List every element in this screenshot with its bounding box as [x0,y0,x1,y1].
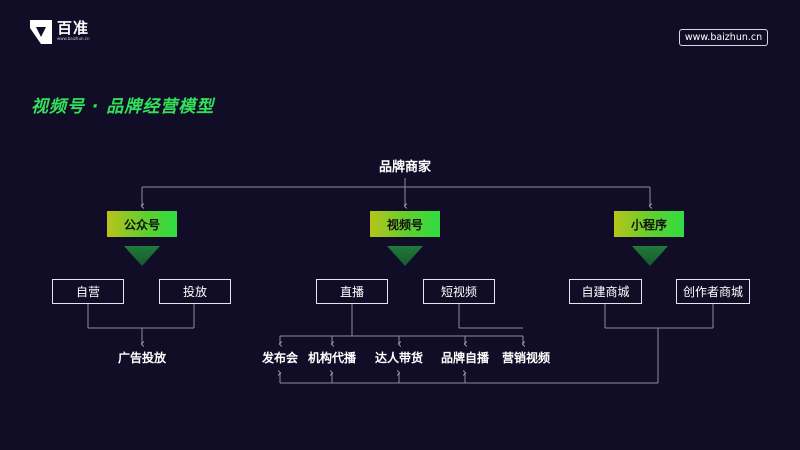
outcome-brand-self-stream: 品牌自播 [440,351,489,365]
gzh-triangle [124,246,160,266]
outcome-marketing-video: 营销视频 [501,351,550,365]
root-node: 品牌商家 [378,160,431,175]
sub-own-mall: 自建商城 [569,279,642,304]
page-title: 视频号 · 品牌经营模型 [31,97,215,117]
sub-live-stream: 直播 [316,279,388,304]
sub-short-video: 短视频 [423,279,495,304]
outcome-influencer-sales: 达人带货 [374,351,423,365]
outcome-agency-stream: 机构代播 [307,351,356,365]
outcome-ad-placement: 广告投放 [117,351,166,365]
logo-mark-icon [30,20,52,44]
brand-url-small: www.baizhun.cn [57,36,90,41]
sub-paid-placement: 投放 [159,279,231,304]
sph-triangle [387,246,423,266]
sub-creator-mall: 创作者商城 [676,279,750,304]
sub-self-operated: 自营 [52,279,124,304]
brand-logo: 百准 www.baizhun.cn [30,20,90,44]
brand-name: 百准 [57,19,90,37]
xcx-triangle [632,246,668,266]
channel-video-account: 视频号 [370,211,440,237]
website-badge[interactable]: www.baizhun.cn [679,29,768,46]
channel-mini-program: 小程序 [614,211,684,237]
channel-official-account: 公众号 [107,211,177,237]
outcome-launch-event: 发布会 [261,351,298,365]
